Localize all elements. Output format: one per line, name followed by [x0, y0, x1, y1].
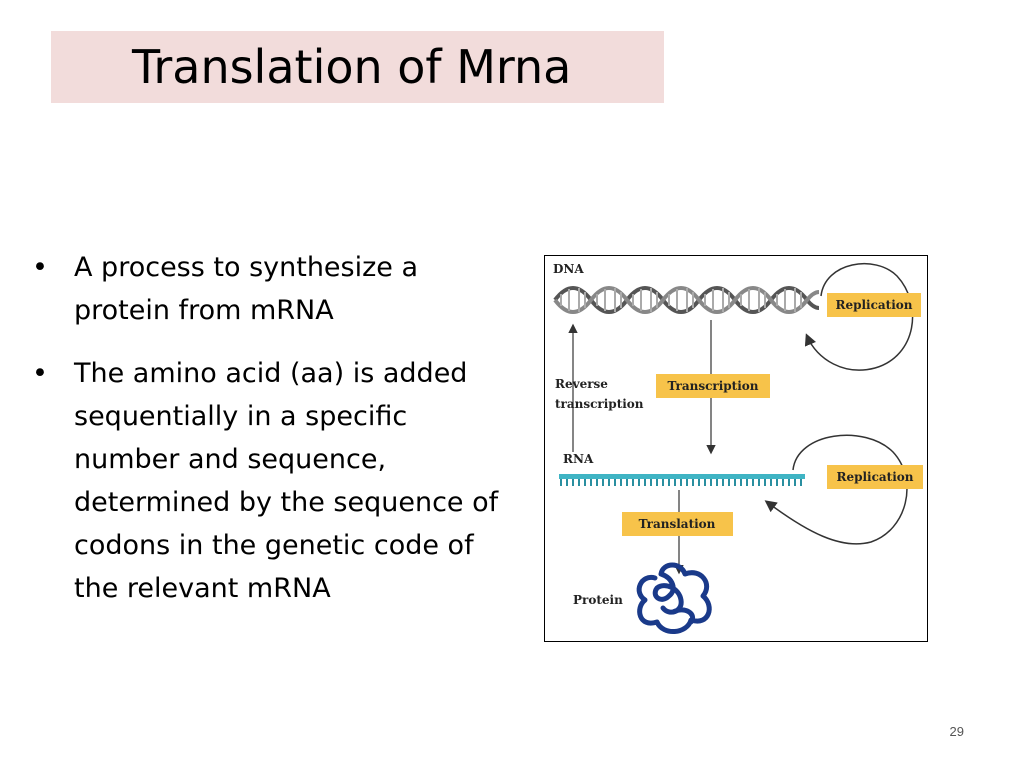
bullet-text: The amino acid (aa) is added sequentiall…	[74, 358, 499, 604]
transcription-label: Transcription	[667, 379, 758, 393]
replication-dna-label: Replication	[835, 298, 912, 312]
rna-replication-arrow	[764, 434, 908, 545]
central-dogma-diagram: DNA Replication Reverse transcription	[544, 255, 928, 642]
dna-helix-graphic	[553, 286, 820, 314]
transcription-box	[656, 374, 770, 398]
bullet-item: • The amino acid (aa) is added sequentia…	[32, 352, 502, 610]
translation-box	[622, 512, 733, 536]
protein-label: Protein	[573, 593, 623, 607]
bullet-icon: •	[32, 358, 48, 389]
rna-strand-graphic	[559, 474, 805, 486]
title-background	[51, 31, 664, 103]
slide-title: Translation of Mrna	[132, 40, 572, 94]
rna-label: RNA	[563, 452, 594, 466]
translation-label: Translation	[639, 517, 716, 531]
reverse-transcription-label-1: Reverse	[555, 377, 608, 391]
dna-label: DNA	[553, 262, 584, 276]
dna-replication-arrow	[804, 262, 914, 371]
bullet-list: • A process to synthesize a protein from…	[32, 246, 502, 630]
replication-rna-box	[827, 465, 923, 489]
diagram-canvas: DNA Replication Reverse transcription	[553, 262, 923, 634]
replication-rna-label: Replication	[836, 470, 913, 484]
replication-dna-box	[827, 293, 921, 317]
reverse-transcription-label-2: transcription	[555, 397, 644, 411]
bullet-icon: •	[32, 252, 48, 283]
bullet-text: A process to synthesize a protein from m…	[74, 252, 419, 326]
protein-graphic	[636, 562, 712, 634]
bullet-item: • A process to synthesize a protein from…	[32, 246, 502, 332]
page-number: 29	[949, 724, 964, 739]
